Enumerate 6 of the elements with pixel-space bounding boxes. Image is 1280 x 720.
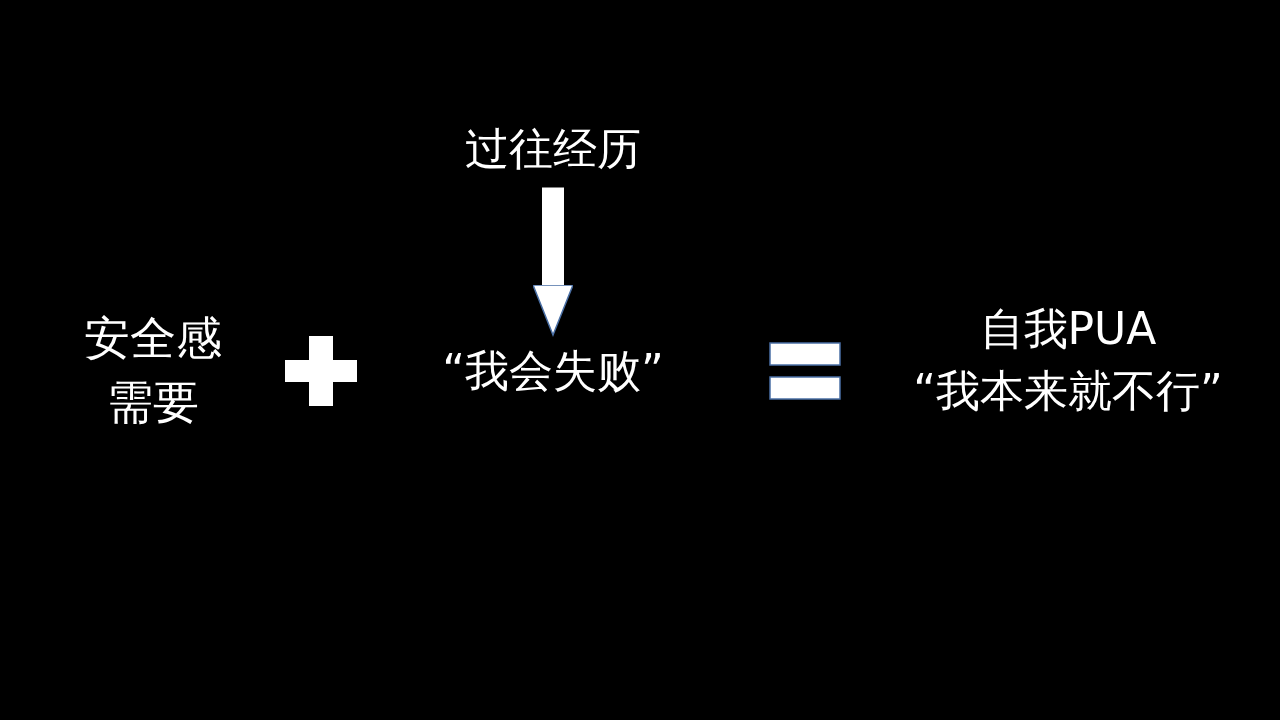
- node-text: 过往经历: [464, 122, 642, 176]
- arrow: [532, 187, 574, 336]
- node-text: “我本来就不行”: [912, 363, 1224, 418]
- node-text: 自我PUA: [978, 302, 1158, 356]
- node-text: “我会失败”: [441, 344, 665, 398]
- node-text: 安全感需要: [83, 310, 223, 432]
